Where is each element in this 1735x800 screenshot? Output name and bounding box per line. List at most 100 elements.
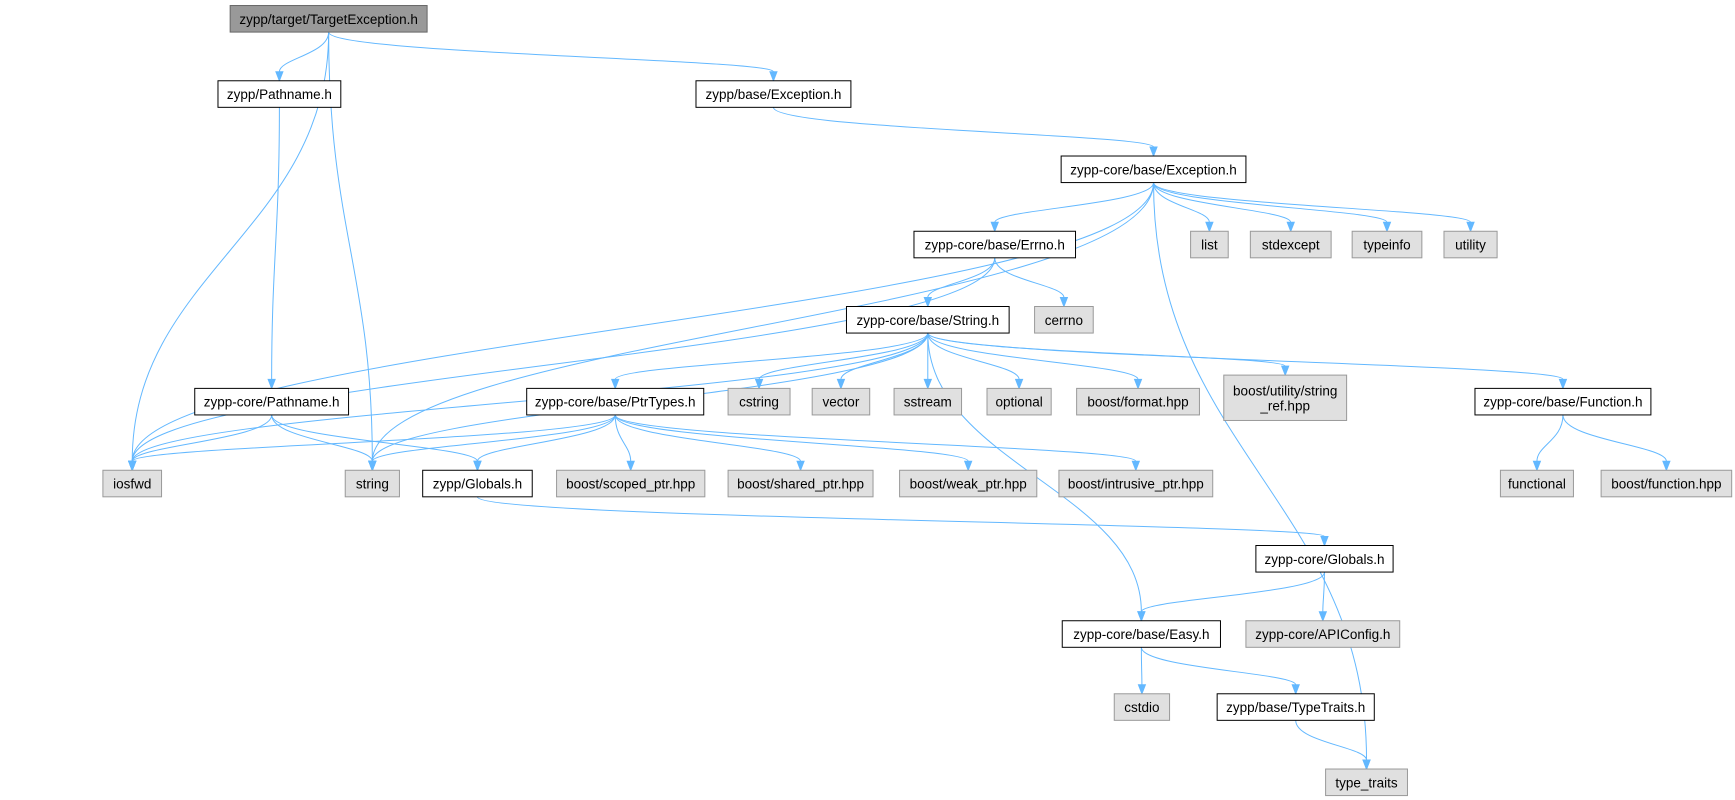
node-label: zypp/base/Exception.h [706, 87, 842, 102]
node-list: list [1190, 230, 1229, 259]
node-label: iosfwd [113, 477, 151, 492]
edge-core_easy-to-base_typetraits [1140, 647, 1300, 696]
node-label: boost/shared_ptr.hpp [737, 477, 864, 492]
node-boost-shared-ptr: boost/shared_ptr.hpp [727, 469, 874, 498]
node-core-string[interactable]: zypp-core/base/String.h [845, 306, 1010, 334]
edge-core_string-to-optional [927, 332, 1024, 390]
node-boost-string-ref: boost/utility/string_ref.hpp [1223, 374, 1348, 421]
edge-arrowhead [796, 460, 805, 472]
node-box [344, 469, 400, 498]
edge-line [1153, 182, 1368, 761]
node-cstring: cstring [727, 387, 791, 416]
edge-line [614, 414, 802, 462]
node-box [1443, 230, 1498, 259]
edge-core_string-to-core_ptrtypes [610, 332, 929, 390]
node-label: boost/function.hpp [1611, 477, 1721, 492]
edge-arrowhead [368, 460, 377, 472]
node-label: type_traits [1335, 775, 1398, 790]
edge-core_ptrtypes-to-boost_weak_ptr [614, 414, 973, 472]
edge-core_ptrtypes-to-iosfwd [127, 414, 616, 472]
node-label: cstring [739, 395, 779, 410]
edge-core_easy-to-cstdio [1137, 647, 1147, 696]
node-core-function[interactable]: zypp-core/base/Function.h [1474, 387, 1652, 416]
edge-line [1153, 182, 1472, 223]
edge-arrowhead [1532, 460, 1542, 472]
node-box [1061, 620, 1221, 648]
edges-layer [127, 31, 1671, 771]
node-core-easy[interactable]: zypp-core/base/Easy.h [1061, 620, 1221, 648]
node-label: string [356, 477, 389, 492]
edge-line [758, 332, 929, 380]
node-core-errno[interactable]: zypp-core/base/Errno.h [913, 230, 1077, 259]
edge-target_exception-to-pathname [275, 32, 330, 83]
edge-arrowhead [1291, 684, 1300, 696]
node-label: list [1201, 238, 1218, 253]
node-boost-format: boost/format.hpp [1076, 387, 1200, 416]
node-box [1255, 545, 1394, 573]
node-box [913, 230, 1077, 259]
edge-line [1153, 182, 1292, 223]
node-globals[interactable]: zypp/Globals.h [422, 469, 533, 498]
edge-base_typetraits-to-type_traits [1295, 720, 1371, 771]
node-core-pathname[interactable]: zypp-core/Pathname.h [194, 387, 350, 416]
node-cerrno: cerrno [1034, 306, 1094, 334]
node-boost-scoped-ptr: boost/scoped_ptr.hpp [556, 469, 706, 498]
node-core-apiconfig: zypp-core/APIConfig.h [1245, 620, 1401, 648]
node-box [422, 469, 533, 498]
edge-line [131, 414, 616, 462]
node-box [1058, 469, 1214, 498]
node-label: typeinfo [1363, 238, 1410, 253]
edge-core_pathname-to-iosfwd [127, 414, 273, 472]
node-box [899, 469, 1038, 498]
node-label: zypp-core/base/Easy.h [1073, 627, 1209, 642]
edge-arrowhead [769, 71, 778, 83]
node-pathname[interactable]: zypp/Pathname.h [217, 80, 342, 108]
node-label: cerrno [1045, 313, 1083, 328]
node-label: boost/format.hpp [1087, 395, 1188, 410]
node-label: boost/utility/string [1233, 383, 1337, 398]
edge-core_ptrtypes-to-boost_shared_ptr [614, 414, 805, 472]
edge-arrowhead [1362, 759, 1371, 771]
edge-core_string-to-vector [836, 332, 929, 390]
edge-line [131, 257, 996, 462]
node-core-globals[interactable]: zypp-core/Globals.h [1255, 545, 1394, 573]
edge-line [476, 414, 616, 462]
node-box [526, 387, 705, 416]
edge-line [927, 332, 1286, 367]
edge-line [371, 414, 616, 462]
node-box [1216, 693, 1375, 721]
node-label: optional [995, 395, 1042, 410]
edge-core_exception-to-core_errno [990, 182, 1155, 233]
edge-arrowhead [1137, 684, 1147, 696]
edge-core_string-to-core_function [927, 332, 1568, 390]
node-box [986, 387, 1052, 416]
node-label: zypp-core/APIConfig.h [1255, 627, 1390, 642]
node-boost-weak-ptr: boost/weak_ptr.hpp [899, 469, 1038, 498]
edge-arrowhead [1662, 460, 1671, 472]
edge-line [371, 182, 1155, 462]
node-base-exception[interactable]: zypp/base/Exception.h [695, 80, 852, 108]
node-box [695, 80, 852, 108]
edge-line [1562, 414, 1667, 462]
edge-core_exception-to-utility [1153, 182, 1475, 233]
node-stdexcept: stdexcept [1249, 230, 1332, 259]
node-target-exception: zypp/target/TargetException.h [229, 5, 428, 33]
node-label: zypp/base/TypeTraits.h [1226, 700, 1365, 715]
edge-arrowhead [1318, 611, 1328, 623]
edge-arrowhead [1382, 221, 1392, 233]
node-boost-function: boost/function.hpp [1600, 469, 1733, 498]
edge-line [131, 182, 1155, 462]
edge-core_function-to-functional [1532, 414, 1564, 472]
edge-arrowhead [923, 297, 933, 308]
node-box [1474, 387, 1652, 416]
node-base-typetraits[interactable]: zypp/base/TypeTraits.h [1216, 693, 1375, 721]
node-label: functional [1508, 477, 1566, 492]
edge-line [328, 31, 774, 73]
node-label: boost/weak_ptr.hpp [910, 477, 1027, 492]
node-core-exception[interactable]: zypp-core/base/Exception.h [1060, 155, 1247, 184]
edge-arrowhead [754, 378, 764, 390]
node-box [1600, 469, 1733, 498]
node-label: stdexcept [1262, 238, 1320, 253]
node-core-ptrtypes[interactable]: zypp-core/base/PtrTypes.h [526, 387, 705, 416]
